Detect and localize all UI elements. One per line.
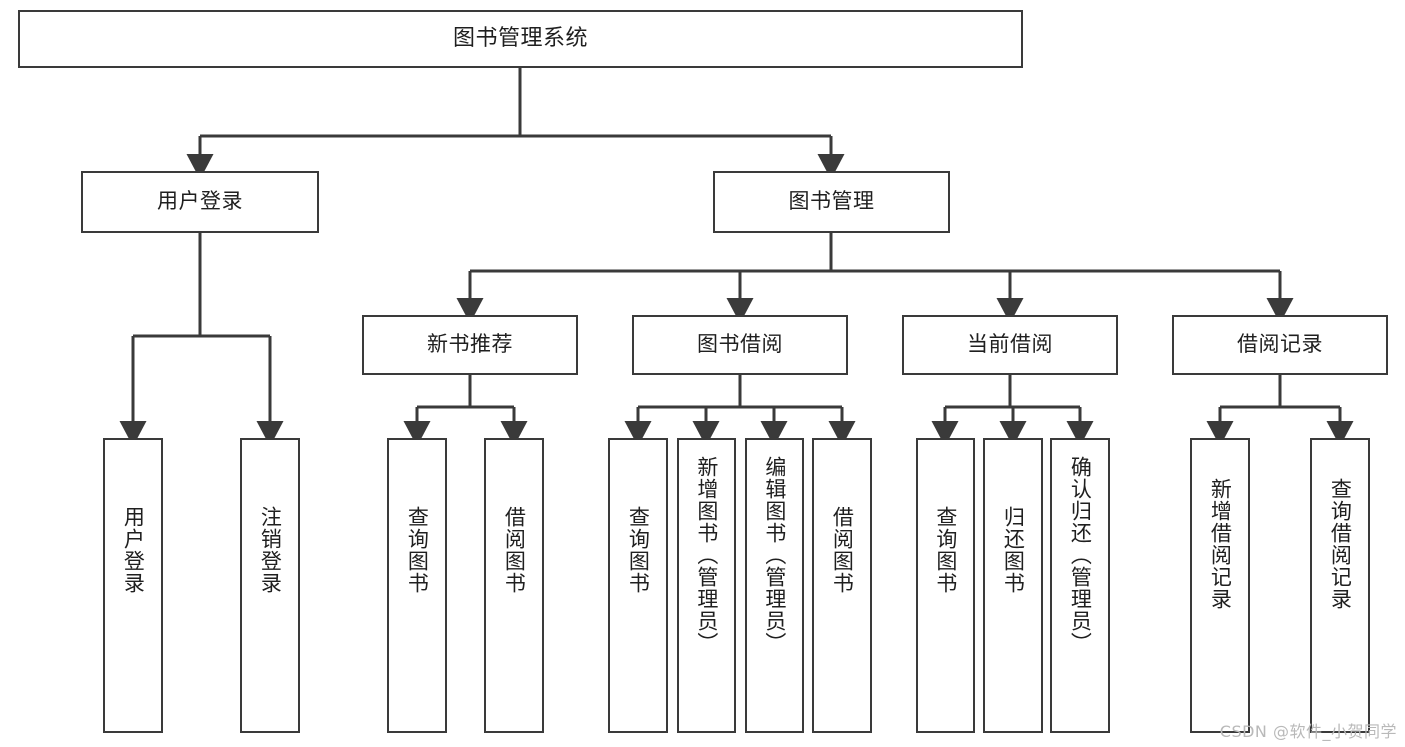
watermark: CSDN @软件_小贺同学: [1219, 722, 1397, 741]
leaf-add-borrow-record[interactable]: 新增借阅记录: [1190, 438, 1250, 733]
leaf-logout-login-label: 注销登录: [258, 506, 283, 594]
node-user-login[interactable]: 用户登录: [81, 171, 319, 233]
leaf-user-login-label: 用户登录: [121, 506, 146, 594]
leaf-return-book-label: 归还图书: [1001, 506, 1026, 594]
leaf-query-borrow-record-label: 查询借阅记录: [1328, 478, 1353, 610]
node-new-book-recommend-label: 新书推荐: [427, 332, 513, 357]
leaf-borrow-book-2-label: 借阅图书: [830, 506, 855, 594]
node-current-borrow-label: 当前借阅: [967, 332, 1053, 357]
node-user-login-label: 用户登录: [157, 189, 243, 214]
leaf-confirm-return-admin-label: 确认归还（管理员）: [1068, 456, 1093, 654]
leaf-add-borrow-record-label: 新增借阅记录: [1208, 478, 1233, 610]
leaf-add-book-admin-label: 新增图书（管理员）: [694, 456, 719, 654]
leaf-query-book-2-label: 查询图书: [626, 506, 651, 594]
leaf-logout-login[interactable]: 注销登录: [240, 438, 300, 733]
node-borrow-record[interactable]: 借阅记录: [1172, 315, 1388, 375]
leaf-query-borrow-record[interactable]: 查询借阅记录: [1310, 438, 1370, 733]
leaf-edit-book-admin[interactable]: 编辑图书（管理员）: [745, 438, 804, 733]
node-current-borrow[interactable]: 当前借阅: [902, 315, 1118, 375]
node-book-borrow-label: 图书借阅: [697, 332, 783, 357]
leaf-query-book-3[interactable]: 查询图书: [916, 438, 975, 733]
leaf-return-book[interactable]: 归还图书: [983, 438, 1043, 733]
leaf-query-book-1-label: 查询图书: [405, 506, 430, 594]
leaf-edit-book-admin-label: 编辑图书（管理员）: [762, 456, 787, 654]
leaf-query-book-1[interactable]: 查询图书: [387, 438, 447, 733]
leaf-borrow-book-2[interactable]: 借阅图书: [812, 438, 872, 733]
leaf-query-book-3-label: 查询图书: [933, 506, 958, 594]
node-book-manage[interactable]: 图书管理: [713, 171, 950, 233]
leaf-user-login[interactable]: 用户登录: [103, 438, 163, 733]
leaf-add-book-admin[interactable]: 新增图书（管理员）: [677, 438, 736, 733]
leaf-query-book-2[interactable]: 查询图书: [608, 438, 668, 733]
node-root-label: 图书管理系统: [452, 25, 588, 51]
leaf-borrow-book-1-label: 借阅图书: [502, 506, 527, 594]
node-root[interactable]: 图书管理系统: [18, 10, 1023, 68]
node-book-borrow[interactable]: 图书借阅: [632, 315, 848, 375]
leaf-confirm-return-admin[interactable]: 确认归还（管理员）: [1050, 438, 1110, 733]
node-book-manage-label: 图书管理: [788, 189, 875, 214]
node-borrow-record-label: 借阅记录: [1237, 332, 1323, 357]
node-new-book-recommend[interactable]: 新书推荐: [362, 315, 578, 375]
leaf-borrow-book-1[interactable]: 借阅图书: [484, 438, 544, 733]
